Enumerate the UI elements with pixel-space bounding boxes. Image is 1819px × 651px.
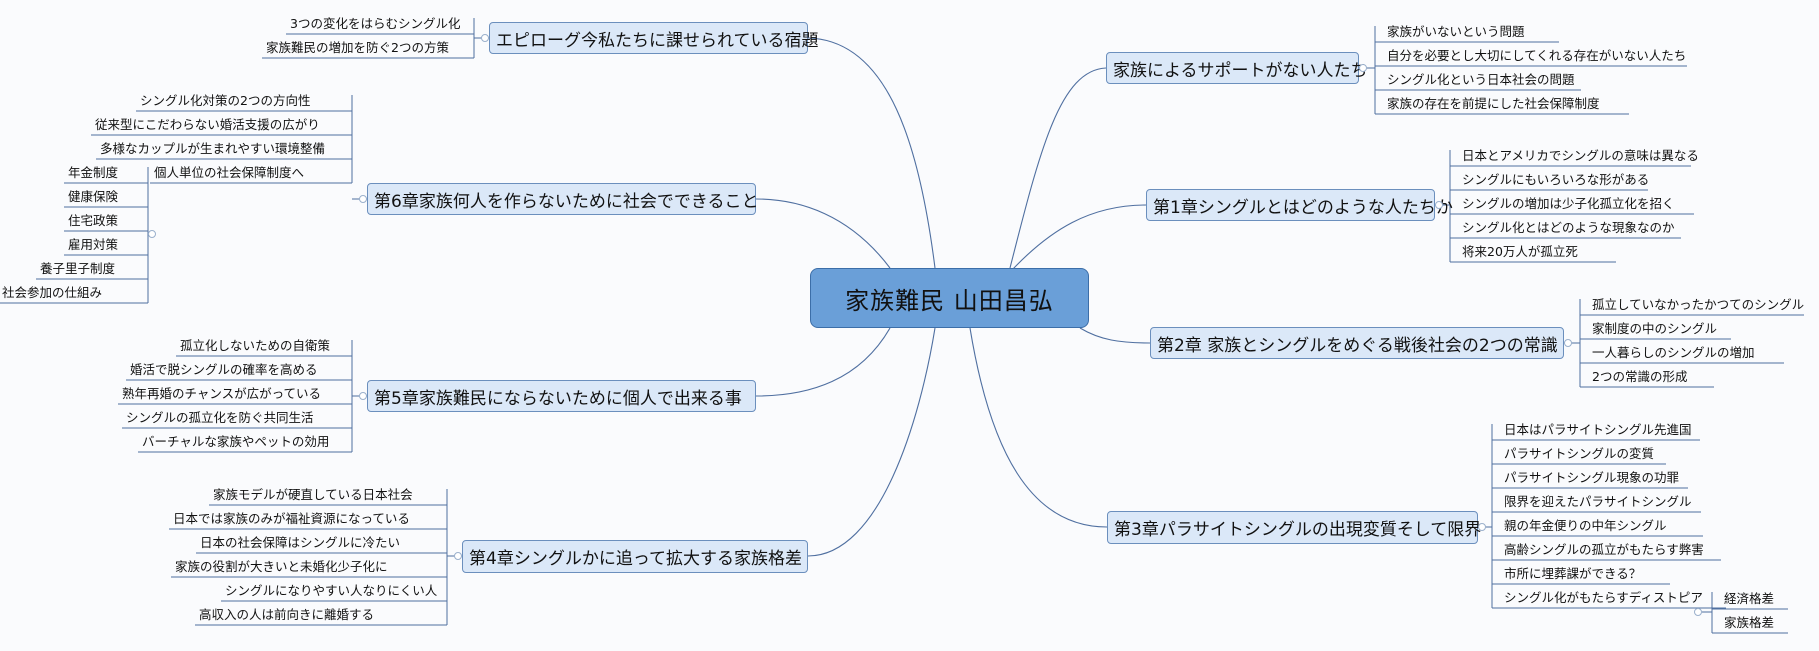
ch6-item[interactable]: シングル化対策の2つの方向性 <box>140 93 311 108</box>
ch5-item[interactable]: 孤立化しないための自衛策 <box>180 338 331 353</box>
ch4-item[interactable]: 高収入の人は前向きに離婚する <box>199 607 375 622</box>
ch3-item[interactable]: パラサイトシングル現象の功罪 <box>1504 470 1680 485</box>
ch6-sub-item[interactable]: 養子里子制度 <box>40 261 116 276</box>
connector <box>755 327 891 397</box>
ch6-item[interactable]: 従来型にこだわらない婚活支援の広がり <box>95 117 320 132</box>
support-item[interactable]: シングル化という日本社会の問題 <box>1387 72 1575 87</box>
topic-chapter-4[interactable]: 第4章シングルかに追って拡大する家族格差 <box>462 540 808 573</box>
connector <box>1011 204 1147 271</box>
connector <box>969 327 1108 528</box>
topic-chapter-1[interactable]: 第1章シングルとはどのような人たちか <box>1146 189 1453 221</box>
ch1-item[interactable]: シングルの増加は少子化孤立化を招く <box>1462 196 1675 211</box>
collapse-toggle[interactable] <box>148 230 156 238</box>
topic-chapter-3[interactable]: 第3章パラサイトシングルの出現変質そして限界 <box>1107 511 1481 544</box>
connector <box>755 198 891 269</box>
topic-chapter-5[interactable]: 第5章家族難民にならないために個人で出来る事 <box>367 380 756 412</box>
ch3-item[interactable]: 限界を迎えたパラサイトシングル <box>1504 494 1692 509</box>
ch4-item[interactable]: 日本の社会保障はシングルに冷たい <box>200 535 401 550</box>
ch6-item[interactable]: 多様なカップルが生まれやすい環境整備 <box>100 141 326 156</box>
ch3-sub-item[interactable]: 経済格差 <box>1724 591 1775 606</box>
collapse-toggle[interactable] <box>359 392 367 400</box>
ch3-item[interactable]: 日本はパラサイトシングル先進国 <box>1504 422 1692 437</box>
collapse-toggle[interactable] <box>1564 339 1572 347</box>
ch5-item[interactable]: バーチャルな家族やペットの効用 <box>142 434 330 449</box>
ch2-item[interactable]: 一人暮らしのシングルの増加 <box>1592 345 1755 360</box>
ch5-item[interactable]: 婚活で脱シングルの確率を高める <box>130 362 318 377</box>
ch3-item[interactable]: 親の年金便りの中年シングル <box>1504 518 1667 533</box>
ch2-item[interactable]: 2つの常識の形成 <box>1592 369 1688 384</box>
ch5-item[interactable]: 熟年再婚のチャンスが広がっている <box>122 386 322 401</box>
ch1-item[interactable]: シングル化とはどのような現象なのか <box>1462 220 1675 235</box>
ch3-item[interactable]: 高齢シングルの孤立がもたらす弊害 <box>1504 542 1704 557</box>
ch6-sub-item[interactable]: 健康保険 <box>68 189 119 204</box>
support-item[interactable]: 家族の存在を前提にした社会保障制度 <box>1387 96 1600 111</box>
connector <box>807 327 936 557</box>
ch6-item[interactable]: 個人単位の社会保障制度へ <box>154 165 305 180</box>
collapse-toggle[interactable] <box>359 195 367 203</box>
ch3-item[interactable]: シングル化がもたらすディストピア <box>1504 590 1703 605</box>
support-item[interactable]: 自分を必要とし大切にしてくれる存在がいない人たち <box>1387 48 1687 63</box>
ch6-sub-item[interactable]: 年金制度 <box>68 165 119 180</box>
topic-chapter-2[interactable]: 第2章 家族とシングルをめぐる戦後社会の2つの常識 <box>1150 327 1564 359</box>
ch2-item[interactable]: 家制度の中のシングル <box>1592 321 1718 336</box>
topic-chapter-6[interactable]: 第6章家族何人を作らないために社会でできること <box>367 183 758 215</box>
collapse-toggle[interactable] <box>1435 201 1443 209</box>
ch4-item[interactable]: シングルになりやすい人なりにくい人 <box>225 583 438 598</box>
ch4-item[interactable]: 家族モデルが硬直している日本社会 <box>213 487 413 502</box>
ch6-sub-item[interactable]: 住宅政策 <box>68 213 119 228</box>
collapse-toggle[interactable] <box>481 34 489 42</box>
ch3-sub-item[interactable]: 家族格差 <box>1724 615 1775 630</box>
ch1-item[interactable]: シングルにもいろいろな形がある <box>1462 172 1650 187</box>
collapse-toggle[interactable] <box>454 552 462 560</box>
topic-epilogue[interactable]: エピローグ今私たちに課せられている宿題 <box>489 22 819 54</box>
connector <box>807 37 936 269</box>
ch1-item[interactable]: 日本とアメリカでシングルの意味は異なる <box>1462 148 1699 163</box>
ch4-item[interactable]: 家族の役割が大きいと未婚化少子化に <box>175 559 388 574</box>
ch1-item[interactable]: 将来20万人が孤立死 <box>1462 244 1578 259</box>
ch6-sub-item[interactable]: 社会参加の仕組み <box>2 285 103 300</box>
ch2-item[interactable]: 孤立していなかったかつてのシングル <box>1592 297 1805 312</box>
topic-family-support[interactable]: 家族によるサポートがない人たち <box>1106 52 1368 84</box>
central-topic[interactable]: 家族難民 山田昌弘 <box>810 268 1089 328</box>
ch4-item[interactable]: 日本では家族のみが福祉資源になっている <box>173 511 410 526</box>
collapse-toggle[interactable] <box>1359 64 1367 72</box>
collapse-toggle[interactable] <box>1694 608 1702 616</box>
support-item[interactable]: 家族がいないという問題 <box>1387 24 1525 39</box>
epilogue-item[interactable]: 家族難民の増加を防ぐ2つの方策 <box>266 40 449 55</box>
collapse-toggle[interactable] <box>1478 523 1486 531</box>
ch6-sub-item[interactable]: 雇用対策 <box>68 237 119 252</box>
connector <box>1079 327 1151 344</box>
connector <box>1009 67 1107 269</box>
epilogue-item[interactable]: 3つの変化をはらむシングル化 <box>290 16 461 31</box>
ch3-item[interactable]: 市所に埋葬課ができる？ <box>1504 566 1642 581</box>
ch5-item[interactable]: シングルの孤立化を防ぐ共同生活 <box>126 410 314 425</box>
ch3-item[interactable]: パラサイトシングルの変質 <box>1504 446 1655 461</box>
